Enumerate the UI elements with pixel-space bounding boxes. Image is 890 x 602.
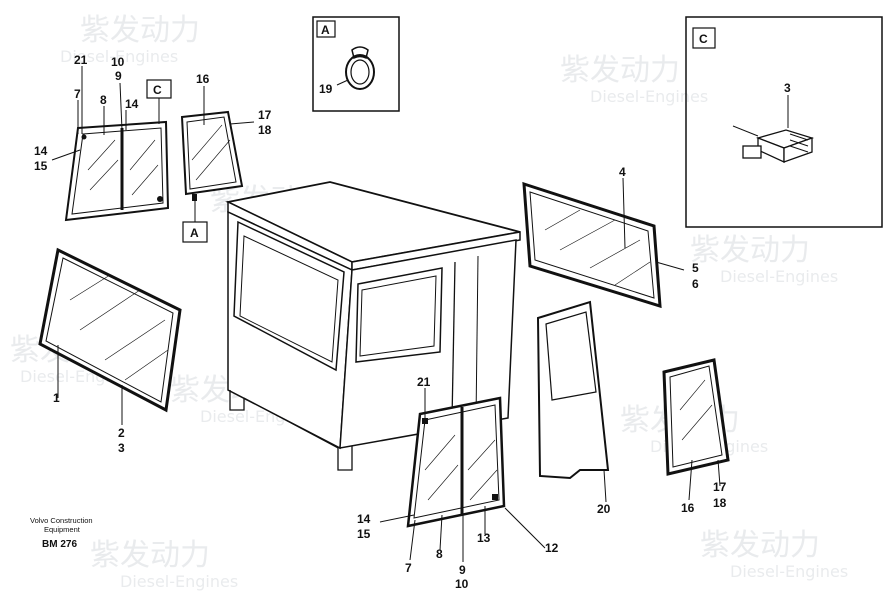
part-number: 9 — [115, 69, 122, 83]
part-number: 6 — [692, 277, 699, 291]
cab-body — [225, 181, 521, 471]
detail-label-c: C — [699, 32, 708, 46]
door-frame — [536, 300, 610, 480]
door-window-assembly — [406, 396, 506, 528]
part-number: 16 — [681, 501, 695, 515]
part-number: 4 — [619, 165, 626, 179]
switch-component — [742, 129, 815, 164]
company-subtitle: Equipment — [44, 525, 81, 534]
detail-label-a: A — [321, 23, 330, 37]
part-number: 19 — [319, 82, 333, 96]
part-number: 13 — [477, 531, 491, 545]
part-number: 17 — [713, 480, 727, 494]
watermark-en: Diesel-Engines — [60, 47, 178, 66]
detail-view-a: A — [312, 16, 400, 112]
watermark-cn: 紫发动力 — [700, 528, 820, 563]
watermark-en: Diesel-Engines — [720, 267, 838, 286]
part-number: 7 — [405, 561, 412, 575]
part-number: 8 — [436, 547, 443, 561]
watermark-en: Diesel-Engines — [730, 562, 848, 581]
watermark-en: Diesel-Engines — [590, 87, 708, 106]
part-number-labels: 21 10 9 8 7 14 14 15 16 17 18 19 3 4 5 6… — [34, 53, 791, 591]
part-number: 14 — [357, 512, 371, 526]
quarter-window-bottom — [662, 358, 730, 476]
part-number: 21 — [74, 53, 88, 67]
part-number: 2 — [118, 426, 125, 440]
sliding-window-top-left — [64, 120, 170, 222]
part-number: 15 — [34, 159, 48, 173]
part-number: 10 — [111, 55, 125, 69]
quarter-window-top — [180, 110, 244, 201]
detail-view-c: C — [685, 16, 883, 228]
callout-label-c: C — [153, 83, 162, 97]
part-number: 12 — [545, 541, 559, 555]
watermark-cn: 紫发动力 — [90, 538, 210, 573]
watermark-cn: 紫发动力 — [80, 13, 200, 48]
part-number: 9 — [459, 563, 466, 577]
part-number: 1 — [53, 391, 60, 405]
watermark-cn: 紫发动力 — [690, 233, 810, 268]
part-number: 17 — [258, 108, 272, 122]
part-number: 3 — [118, 441, 125, 455]
part-number: 21 — [417, 375, 431, 389]
part-number: 18 — [258, 123, 272, 137]
part-number: 18 — [713, 496, 727, 510]
leader-lines — [51, 66, 721, 562]
part-number: 14 — [125, 97, 139, 111]
part-number: 10 — [455, 577, 469, 591]
part-number: 8 — [100, 93, 107, 107]
rear-window-right — [522, 181, 662, 309]
detail-label-box — [692, 27, 716, 49]
part-number: 15 — [357, 527, 371, 541]
company-name: Volvo Construction — [30, 516, 93, 525]
drawing-footer: Volvo Construction Equipment BM 276 — [30, 516, 93, 550]
part-number: 20 — [597, 502, 611, 516]
side-window-left — [38, 247, 182, 413]
clip-ring — [345, 46, 375, 90]
drawing-reference: BM 276 — [42, 539, 77, 550]
callout-label-a: A — [190, 226, 199, 240]
part-number: 7 — [74, 87, 81, 101]
part-number: 3 — [784, 81, 791, 95]
part-number: 14 — [34, 144, 48, 158]
part-number: 5 — [692, 261, 699, 275]
watermark-cn: 紫发动力 — [560, 53, 680, 88]
detail-label-box — [316, 20, 336, 38]
watermark-en: Diesel-Engines — [120, 572, 238, 591]
part-number: 16 — [196, 72, 210, 86]
